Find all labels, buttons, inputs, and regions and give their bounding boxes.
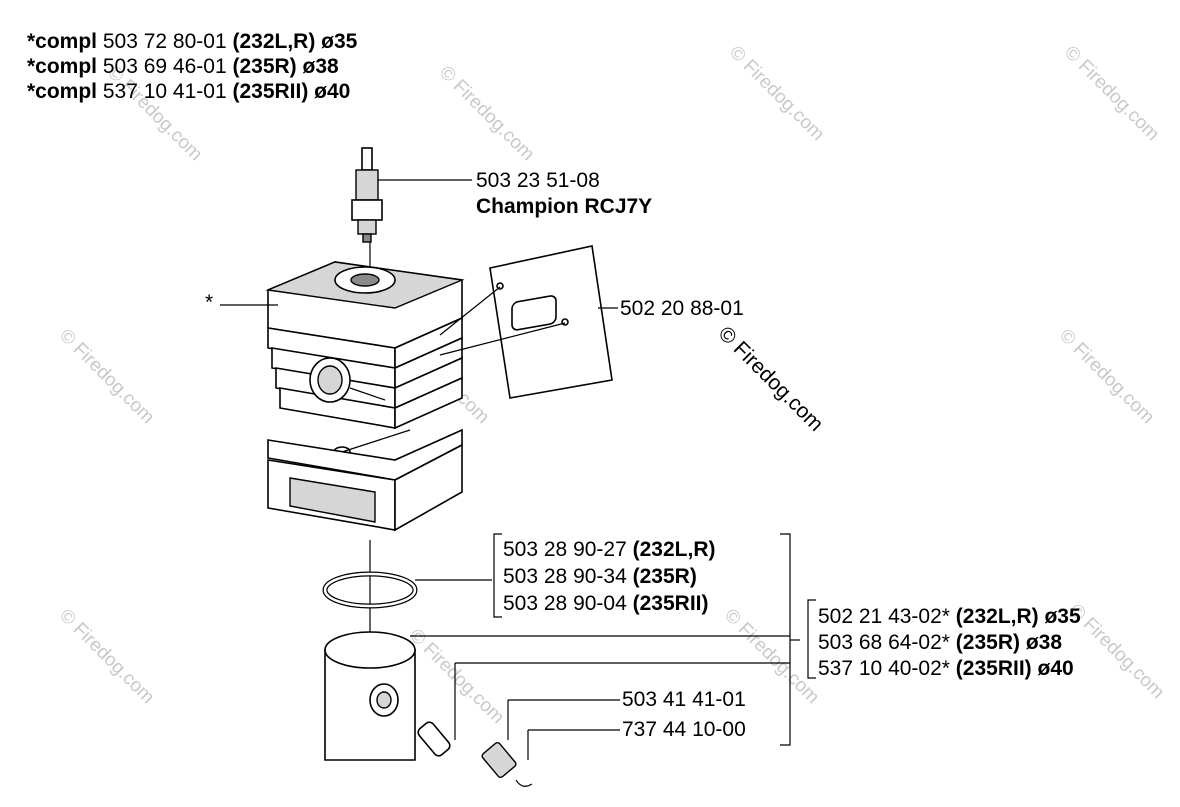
piston-part-number: 502 21 43-02* bbox=[818, 605, 950, 628]
circlip-shape bbox=[515, 779, 533, 787]
header-line-1: *compl 503 72 80-01 (232L,R) ø35 bbox=[27, 31, 357, 52]
bearing-part-number: 737 44 10-00 bbox=[622, 718, 746, 741]
spark-plug bbox=[351, 147, 383, 243]
cylinder-marker: * bbox=[205, 291, 214, 314]
header-part-number: 503 69 46-01 bbox=[102, 55, 227, 78]
header-model: (235RII) ø40 bbox=[232, 80, 351, 103]
header-prefix: *compl bbox=[27, 30, 98, 53]
header-model: (235R) ø38 bbox=[232, 55, 339, 78]
spark-plug-part-number: 503 23 51-08 bbox=[476, 169, 600, 192]
gasket-part-number: 502 20 88-01 bbox=[620, 297, 744, 320]
header-part-number: 503 72 80-01 bbox=[102, 30, 227, 53]
ring-model: (235R) bbox=[632, 565, 697, 588]
ring-part-number: 503 28 90-34 bbox=[503, 565, 627, 588]
piston-part-number: 503 68 64-02* bbox=[818, 631, 950, 654]
piston-line-2: 503 68 64-02* (235R) ø38 bbox=[818, 632, 1062, 653]
header-line-2: *compl 503 69 46-01 (235R) ø38 bbox=[27, 56, 339, 77]
piston-model: (232L,R) ø35 bbox=[955, 605, 1081, 628]
piston bbox=[324, 631, 517, 779]
ring-line-1: 503 28 90-27 (232L,R) bbox=[503, 539, 715, 560]
piston-line-3: 537 10 40-02* (235RII) ø40 bbox=[818, 658, 1074, 679]
header-prefix: *compl bbox=[27, 55, 98, 78]
piston-model: (235R) ø38 bbox=[955, 631, 1063, 654]
piston-ring bbox=[322, 571, 418, 609]
gasket bbox=[489, 245, 613, 399]
bolt-line bbox=[439, 322, 566, 356]
piston-line-1: 502 21 43-02* (232L,R) ø35 bbox=[818, 606, 1081, 627]
header-model: (232L,R) ø35 bbox=[232, 30, 358, 53]
bolt-line bbox=[439, 286, 501, 336]
ring-part-number: 503 28 90-04 bbox=[503, 592, 627, 615]
header-part-number: 537 10 41-01 bbox=[102, 80, 227, 103]
ring-line-2: 503 28 90-34 (235R) bbox=[503, 566, 697, 587]
ring-line-3: 503 28 90-04 (235RII) bbox=[503, 593, 708, 614]
ring-part-number: 503 28 90-27 bbox=[503, 538, 627, 561]
ring-model: (232L,R) bbox=[632, 538, 716, 561]
circlip-part-number: 503 41 41-01 bbox=[622, 688, 746, 711]
bracket-ring bbox=[493, 533, 502, 618]
piston-model: (235RII) ø40 bbox=[955, 657, 1074, 680]
bracket-piston bbox=[807, 599, 816, 679]
header-line-3: *compl 537 10 41-01 (235RII) ø40 bbox=[27, 81, 350, 102]
bracket-right bbox=[780, 533, 791, 746]
piston-part-number: 537 10 40-02* bbox=[818, 657, 950, 680]
header-prefix: *compl bbox=[27, 80, 98, 103]
cylinder bbox=[265, 261, 465, 532]
spark-plug-name: Champion RCJ7Y bbox=[476, 195, 653, 218]
ring-model: (235RII) bbox=[632, 592, 709, 615]
